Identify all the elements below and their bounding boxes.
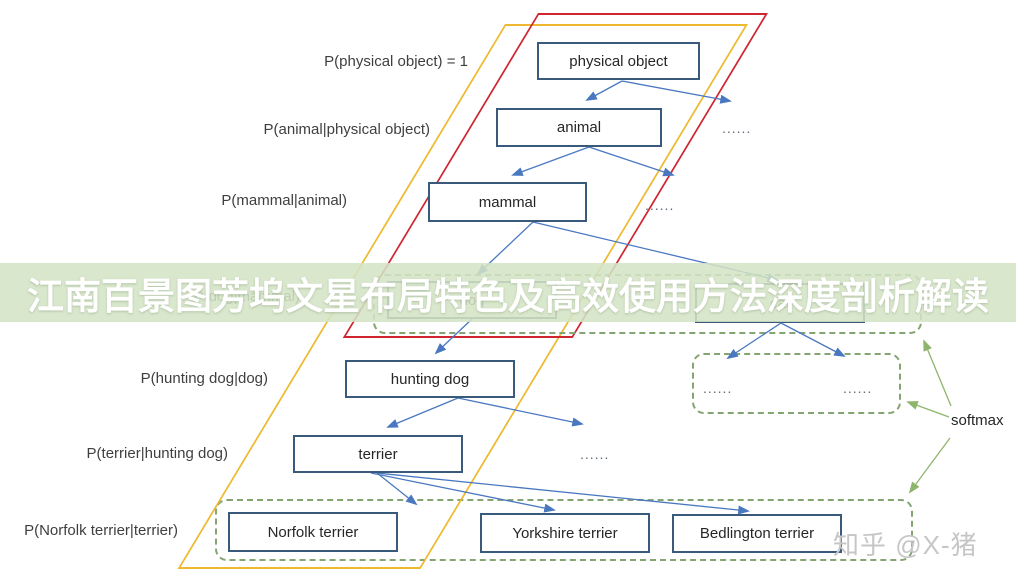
node-animal: animal (496, 108, 662, 147)
softmax-pointer-bottom (908, 437, 951, 494)
arrow-animal-to-other (588, 146, 675, 177)
arrow-hunting-dog-to-other (457, 397, 584, 427)
arrow-hunting-dog-to-terrier (386, 397, 459, 428)
node-hunting-dog: hunting dog (345, 360, 515, 398)
arrow-dog-to-hunting-dog (434, 318, 473, 355)
banner-title-text: 江南百景图芳坞文星布局特色及高效使用方法深度剖析解读 (27, 275, 989, 317)
label-p-hunting-dog: P(hunting dog|dog) (140, 370, 268, 387)
ellipsis-group-right: ...... (843, 380, 873, 396)
ellipsis-animal-level: ...... (722, 120, 752, 136)
node-yorkshire-terrier: Yorkshire terrier (480, 513, 650, 553)
node-animal-label: animal (556, 119, 602, 136)
label-p-animal: P(animal|physical object) (263, 121, 430, 138)
node-physical-object-label: physical object (569, 52, 668, 70)
watermark-text: 知乎 @X-猪 (833, 530, 978, 560)
node-bedlington-terrier-label: Bedlington terrier (699, 525, 815, 542)
softmax-pointer-top (923, 339, 952, 407)
node-hunting-dog-label: hunting dog (390, 370, 470, 388)
softmax-pointer-middle (906, 401, 950, 418)
node-norfolk-terrier-label: Norfolk terrier (267, 523, 359, 541)
node-mammal-label: mammal (478, 193, 537, 211)
arrow-terrier-to-yorkshire (370, 472, 556, 513)
node-mammal: mammal (428, 182, 587, 222)
node-norfolk-terrier: Norfolk terrier (228, 512, 398, 552)
node-terrier-label: terrier (358, 445, 398, 463)
softmax-group-terrier-level (215, 499, 913, 561)
arrow-terrier-to-norfolk (376, 472, 418, 506)
label-p-mammal: P(mammal|animal) (221, 192, 347, 209)
node-bedlington-terrier: Bedlington terrier (672, 514, 842, 553)
title-banner: 江南百景图芳坞文星布局特色及高效使用方法深度剖析解读 (0, 263, 1016, 322)
label-p-norfolk-terrier: P(Norfolk terrier|terrier) (24, 522, 178, 539)
arrow-physical-to-other (621, 80, 732, 104)
arrow-cat-to-left-ellipsis (726, 322, 782, 360)
arrow-physical-to-animal (585, 80, 623, 101)
label-p-physical-object: P(physical object) = 1 (324, 53, 468, 70)
ellipsis-mammal-level: ...... (645, 197, 675, 213)
softmax-group-right (692, 353, 901, 414)
label-p-terrier: P(terrier|hunting dog) (86, 445, 228, 462)
node-physical-object: physical object (537, 42, 700, 80)
arrow-animal-to-mammal (511, 146, 590, 176)
ellipsis-group-left: ...... (703, 380, 733, 396)
node-terrier: terrier (293, 435, 463, 473)
arrow-cat-to-right-ellipsis (780, 322, 846, 357)
node-yorkshire-terrier-label: Yorkshire terrier (512, 524, 618, 542)
arrow-terrier-to-bedlington (376, 472, 750, 515)
ellipsis-terrier-level: ...... (580, 446, 610, 462)
softmax-label: softmax (951, 412, 1004, 429)
